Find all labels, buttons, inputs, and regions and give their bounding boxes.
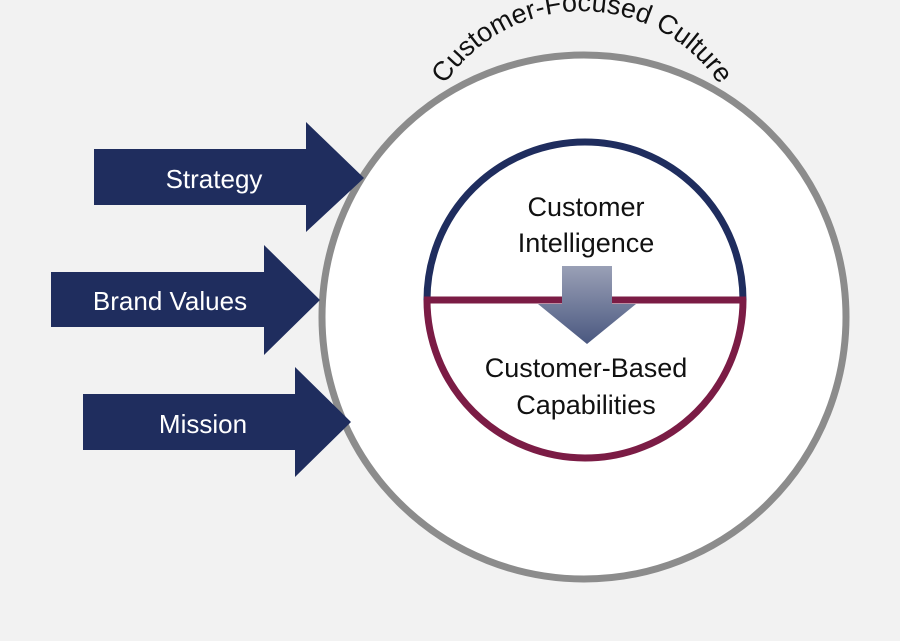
capabilities-line1: Customer-Based xyxy=(485,353,688,383)
intelligence-line2: Intelligence xyxy=(518,228,655,258)
capabilities-line2: Capabilities xyxy=(516,390,656,420)
down-arrow-icon xyxy=(538,266,636,344)
input-arrow-mission: Mission xyxy=(83,367,351,477)
input-arrow-brand-values: Brand Values xyxy=(51,245,320,355)
input-arrow-strategy: Strategy xyxy=(94,122,364,232)
input-arrow-label: Brand Values xyxy=(93,286,247,316)
lower-arc xyxy=(423,299,747,462)
input-arrow-label: Strategy xyxy=(166,164,263,194)
intelligence-line1: Customer xyxy=(527,192,644,222)
upper-arc xyxy=(423,138,747,301)
input-arrow-label: Mission xyxy=(159,409,247,439)
